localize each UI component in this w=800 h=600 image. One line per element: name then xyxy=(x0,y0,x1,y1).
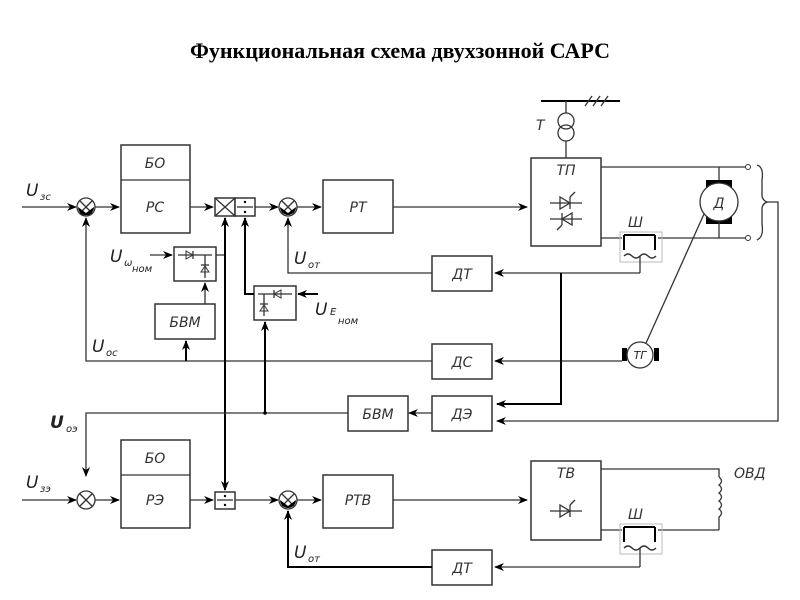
block-bo-top-label: БО xyxy=(145,156,166,172)
svg-text:U: U xyxy=(315,300,328,320)
wire-emf-to-de xyxy=(496,201,779,425)
diagram-title: Функциональная схема двухзонной САРС xyxy=(189,38,611,63)
svg-text:РТ: РТ xyxy=(350,200,368,216)
svg-text:ДТ: ДТ xyxy=(451,561,473,577)
svg-text:от: от xyxy=(308,260,321,271)
transformer-icon: Т xyxy=(536,112,575,158)
svg-text:БВМ: БВМ xyxy=(362,407,393,423)
limiter-omega xyxy=(173,246,217,282)
block-bo-re: БО РЭ xyxy=(120,439,191,529)
field-winding-label: ОВД xyxy=(734,466,766,482)
voltage-bracket xyxy=(756,164,769,241)
signal-u-ze: U зэ xyxy=(26,473,51,495)
terminal-bottom xyxy=(745,235,751,241)
svg-text:U: U xyxy=(26,473,39,493)
shunt-top-label: Ш xyxy=(628,215,643,231)
terminal-top xyxy=(745,164,751,170)
block-rtv: РТВ xyxy=(322,474,394,529)
wire-field-top xyxy=(601,468,720,477)
block-bo-rs: БО РС xyxy=(120,144,191,234)
signal-u-zs: U зс xyxy=(26,181,51,203)
block-re-label: РЭ xyxy=(146,493,164,509)
svg-text:ДС: ДС xyxy=(451,355,473,371)
shunt-bottom: Ш xyxy=(619,507,663,567)
wire-dt-sum2 xyxy=(284,217,432,274)
svg-text:ТП: ТП xyxy=(556,163,576,179)
svg-text:ω: ω xyxy=(124,258,132,269)
summator-emf xyxy=(76,490,96,510)
shunt-bottom-label: Ш xyxy=(628,507,643,523)
thyristor-icon xyxy=(550,499,582,519)
wire-bvm-oe xyxy=(82,412,348,477)
shaft-link xyxy=(641,213,705,353)
transformer-label: Т xyxy=(536,118,546,134)
signal-u-os: U ос xyxy=(92,337,118,359)
svg-text:U: U xyxy=(92,337,105,357)
shunt-top: Ш xyxy=(619,215,663,273)
svg-text:U: U xyxy=(110,247,123,267)
block-rs-label: РС xyxy=(146,200,164,216)
block-bvm-left: БВМ xyxy=(154,303,216,340)
svg-text:зс: зс xyxy=(40,192,51,203)
limiter-emf xyxy=(253,285,297,321)
svg-text:ном: ном xyxy=(338,316,359,327)
block-rt: РТ xyxy=(322,179,394,234)
svg-text:U: U xyxy=(294,543,307,563)
svg-text:ТВ: ТВ xyxy=(557,466,575,482)
block-tp: ТП xyxy=(530,157,602,247)
signal-u-oe: U оэ xyxy=(50,413,78,435)
summator-field-current xyxy=(278,490,298,510)
multiplier-divider xyxy=(214,197,256,217)
power-supply-bus xyxy=(541,95,620,113)
block-bvm-mid: БВМ xyxy=(347,395,409,432)
svg-text:U: U xyxy=(50,413,64,433)
wire-dt-sum3 xyxy=(284,510,432,568)
svg-text:U: U xyxy=(294,249,307,269)
wire-ds-sum1 xyxy=(82,217,432,362)
block-ds: ДС xyxy=(431,343,493,380)
block-dt-bottom: ДТ xyxy=(431,549,493,586)
tacho-label: ТГ xyxy=(634,349,648,362)
signal-u-ot-bottom: U от xyxy=(294,543,321,565)
block-tv: ТВ xyxy=(530,460,602,541)
tachogenerator-icon: ТГ xyxy=(622,341,659,369)
motor-label: Д xyxy=(713,196,725,212)
block-de: ДЭ xyxy=(431,395,493,432)
svg-text:ос: ос xyxy=(106,348,118,359)
svg-text:зэ: зэ xyxy=(40,484,51,495)
svg-text:ДЭ: ДЭ xyxy=(451,407,473,423)
svg-text:оэ: оэ xyxy=(66,424,78,435)
summator-current-top xyxy=(278,197,298,217)
svg-text:БВМ: БВМ xyxy=(169,315,200,331)
svg-text:ном: ном xyxy=(132,264,153,275)
signal-u-e-nom: U E ном xyxy=(315,300,359,327)
signal-u-omega-nom: U ω ном xyxy=(110,247,153,275)
svg-text:U: U xyxy=(26,181,39,201)
svg-text:E: E xyxy=(330,307,337,318)
summator-speed xyxy=(76,197,96,217)
wire-limiter-divider xyxy=(241,217,254,295)
thyristor-pair-icon xyxy=(550,191,582,231)
block-bo-bottom-label: БО xyxy=(145,451,166,467)
svg-text:ДТ: ДТ xyxy=(451,267,473,283)
svg-text:от: от xyxy=(308,554,321,565)
signal-u-ot-top: U от xyxy=(294,249,321,271)
block-dt-top: ДТ xyxy=(431,255,493,292)
motor-icon: Д xyxy=(699,167,739,238)
svg-text:РТВ: РТВ xyxy=(345,493,372,509)
divider-bottom xyxy=(214,491,236,510)
wire-current-to-de xyxy=(496,273,562,408)
field-winding-icon xyxy=(717,476,723,530)
